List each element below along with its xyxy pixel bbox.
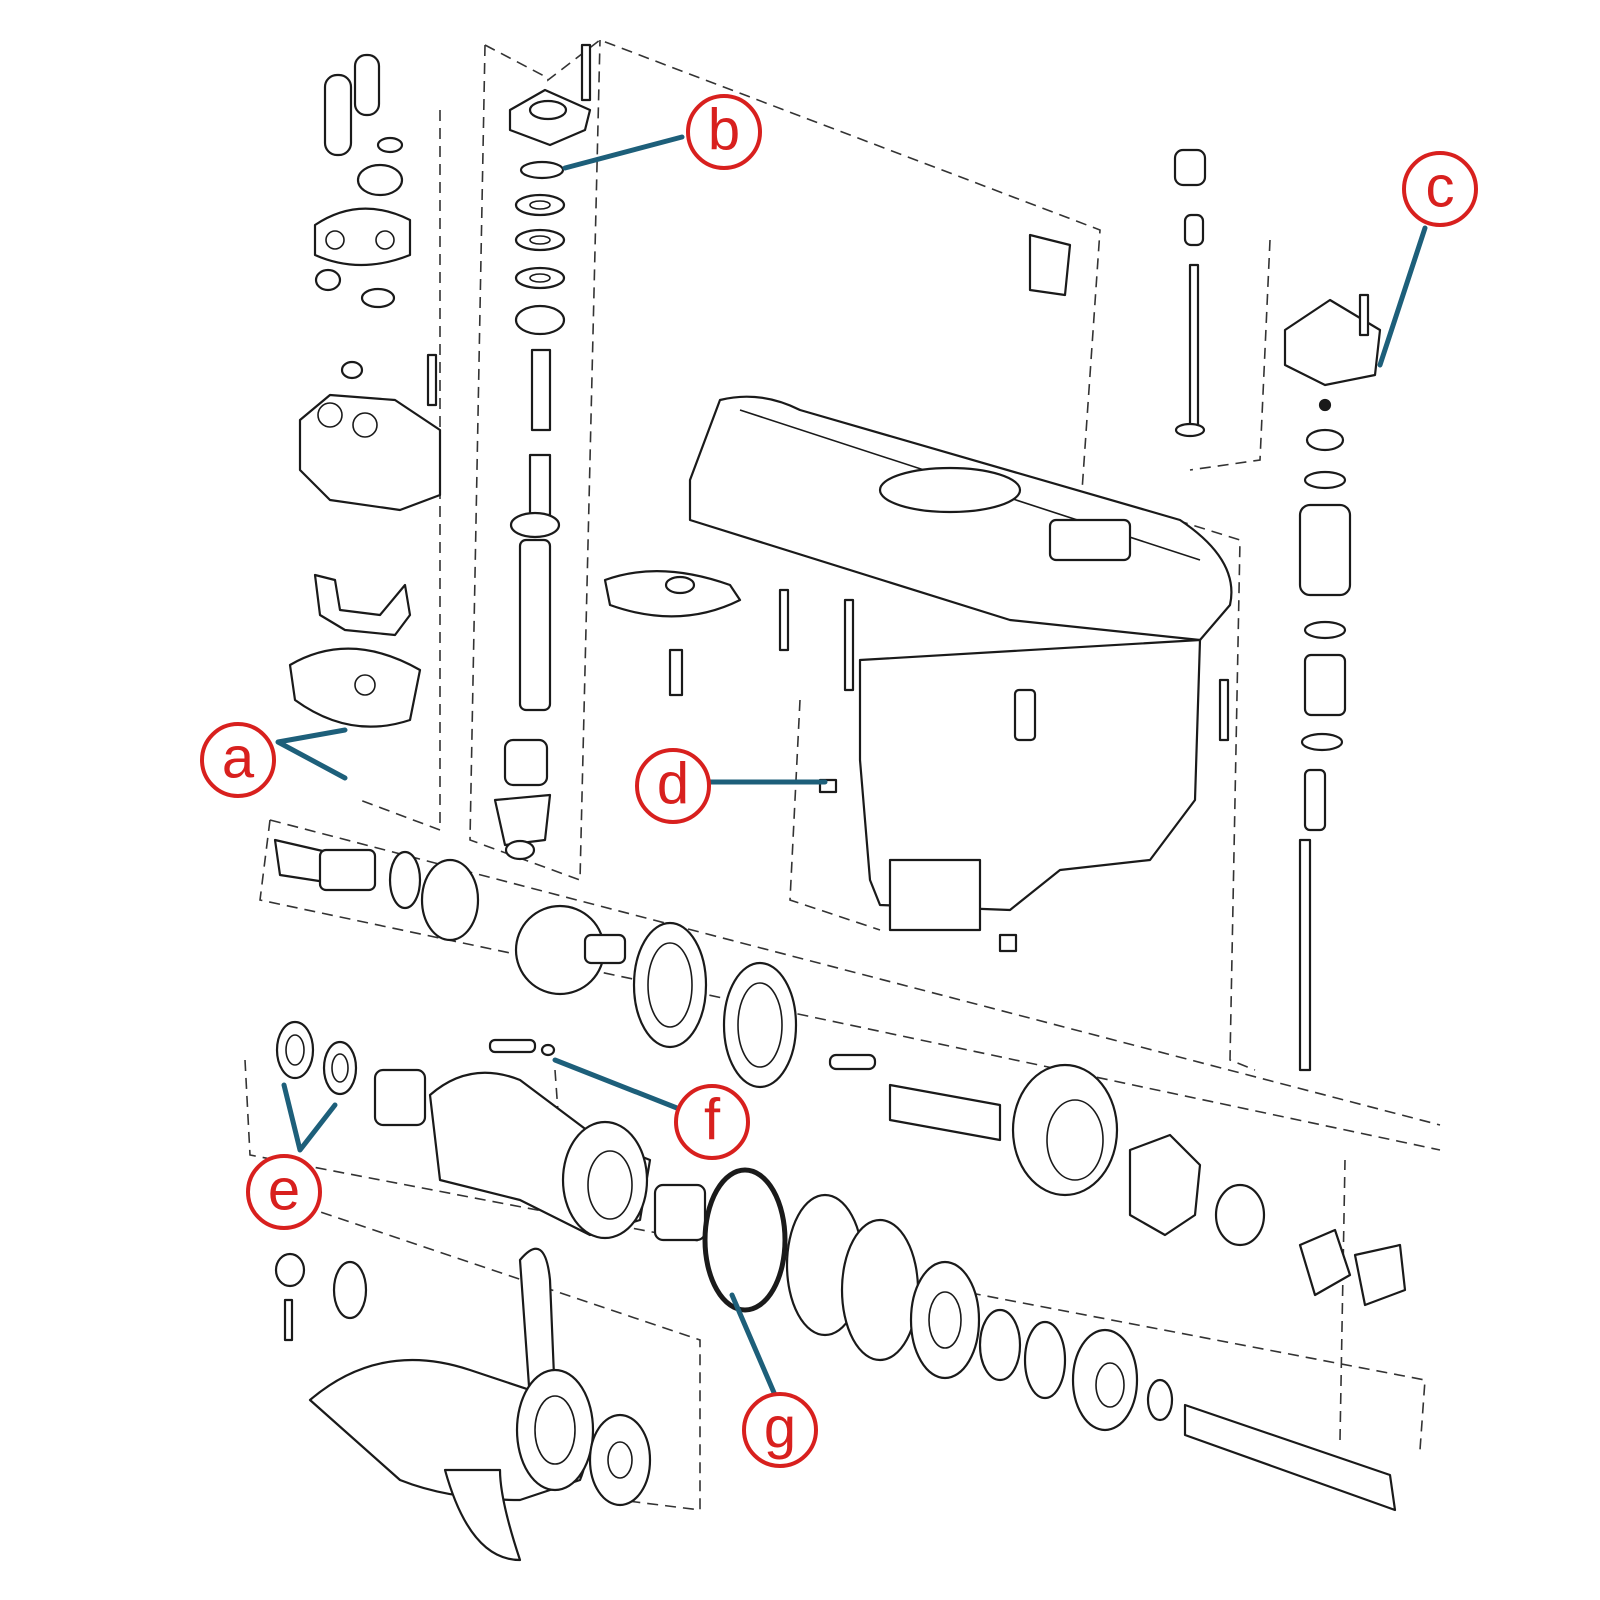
shift-rod-parts (1173, 148, 1207, 438)
pinion-row-parts (273, 838, 798, 1089)
anode-and-bolts (603, 570, 1230, 953)
right-column-parts (1283, 293, 1382, 1072)
callout-c-label: c (1426, 155, 1455, 220)
gearcase-housing (688, 233, 1233, 932)
callout-d-label: d (657, 752, 689, 817)
callout-d: d (635, 748, 711, 824)
leader-g (729, 1292, 778, 1398)
clutch-row-parts (828, 1053, 1407, 1307)
leader-a (275, 727, 348, 781)
leader-e (281, 1082, 338, 1153)
callout-f-label: f (704, 1088, 721, 1153)
callout-a-label: a (222, 726, 255, 791)
water-pump-parts (288, 53, 442, 728)
callout-e: e (246, 1154, 322, 1230)
callout-b-label: b (708, 98, 740, 163)
callout-c: c (1402, 151, 1478, 227)
leader-lines (275, 134, 1428, 1398)
leader-b (562, 134, 685, 171)
bearing-carrier-row-parts (275, 1020, 1397, 1512)
callout-e-label: e (268, 1158, 300, 1223)
callout-g: g (742, 1392, 818, 1468)
leader-f (552, 1057, 685, 1113)
driveshaft-parts (493, 43, 592, 861)
callout-b: b (686, 94, 762, 170)
callout-f: f (674, 1084, 750, 1160)
callout-a: a (200, 722, 276, 798)
callout-g-label: g (764, 1396, 796, 1461)
propeller-parts (274, 1247, 652, 1562)
leader-c (1377, 225, 1428, 368)
